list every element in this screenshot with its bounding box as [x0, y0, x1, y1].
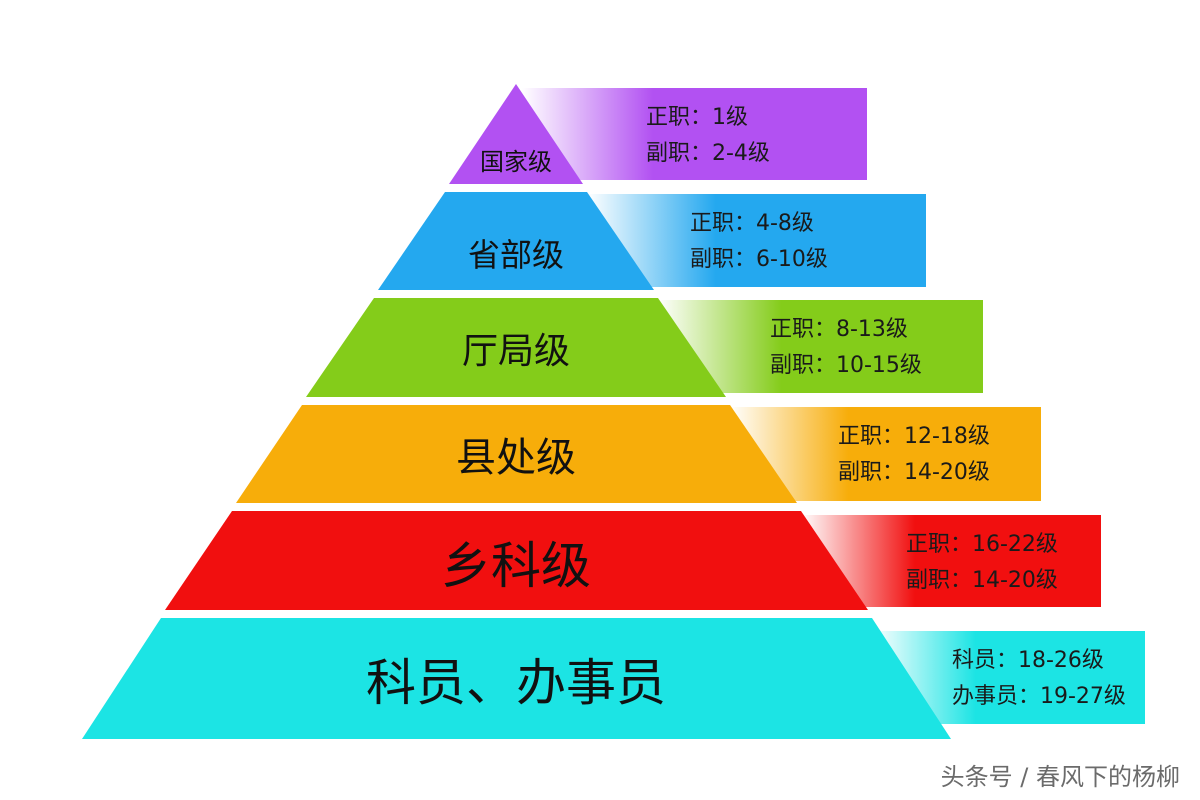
rank-line-secondary: 办事员：19-27级: [952, 684, 1126, 709]
rank-line-primary: 正职：4-8级: [690, 211, 814, 236]
pyramid-tier: [165, 511, 868, 610]
tier-label-box: [587, 194, 926, 287]
tier-rank-text: 正职：12-18级副职：14-20级: [838, 419, 990, 491]
rank-line-primary: 正职：1级: [646, 105, 748, 130]
pyramid-tier: [306, 298, 726, 397]
watermark-text: 头条号 / 春风下的杨柳: [940, 763, 1180, 791]
tier-rank-text: 正职：4-8级副职：6-10级: [690, 206, 828, 278]
tier-title: 县处级: [456, 435, 576, 481]
tier-rank-text: 正职：8-13级副职：10-15级: [770, 312, 922, 384]
rank-line-primary: 正职：8-13级: [770, 317, 908, 342]
rank-line-primary: 正职：16-22级: [906, 532, 1058, 557]
rank-line-secondary: 副职：14-20级: [906, 568, 1058, 593]
tier-rank-text: 正职：1级副职：2-4级: [646, 100, 770, 172]
tier-rank-text: 正职：16-22级副职：14-20级: [906, 527, 1058, 599]
rank-line-secondary: 副职：2-4级: [646, 141, 770, 166]
rank-line-secondary: 副职：6-10级: [690, 247, 828, 272]
tier-title: 国家级: [480, 147, 552, 176]
tier-title: 科员、办事员: [366, 654, 666, 712]
rank-line-secondary: 副职：14-20级: [838, 460, 990, 485]
pyramid-tier: [449, 84, 583, 184]
tier-title: 厅局级: [461, 331, 570, 373]
rank-line-primary: 科员：18-26级: [952, 648, 1104, 673]
pyramid-tier: [236, 405, 797, 503]
tier-title: 省部级: [467, 235, 564, 274]
tier-title: 乡科级: [441, 537, 591, 595]
pyramid-tier: [82, 618, 951, 739]
rank-line-primary: 正职：12-18级: [838, 424, 990, 449]
pyramid-tier: [378, 192, 654, 290]
tier-rank-text: 科员：18-26级办事员：19-27级: [952, 643, 1126, 715]
rank-line-secondary: 副职：10-15级: [770, 353, 922, 378]
tier-label-box: [522, 88, 867, 180]
